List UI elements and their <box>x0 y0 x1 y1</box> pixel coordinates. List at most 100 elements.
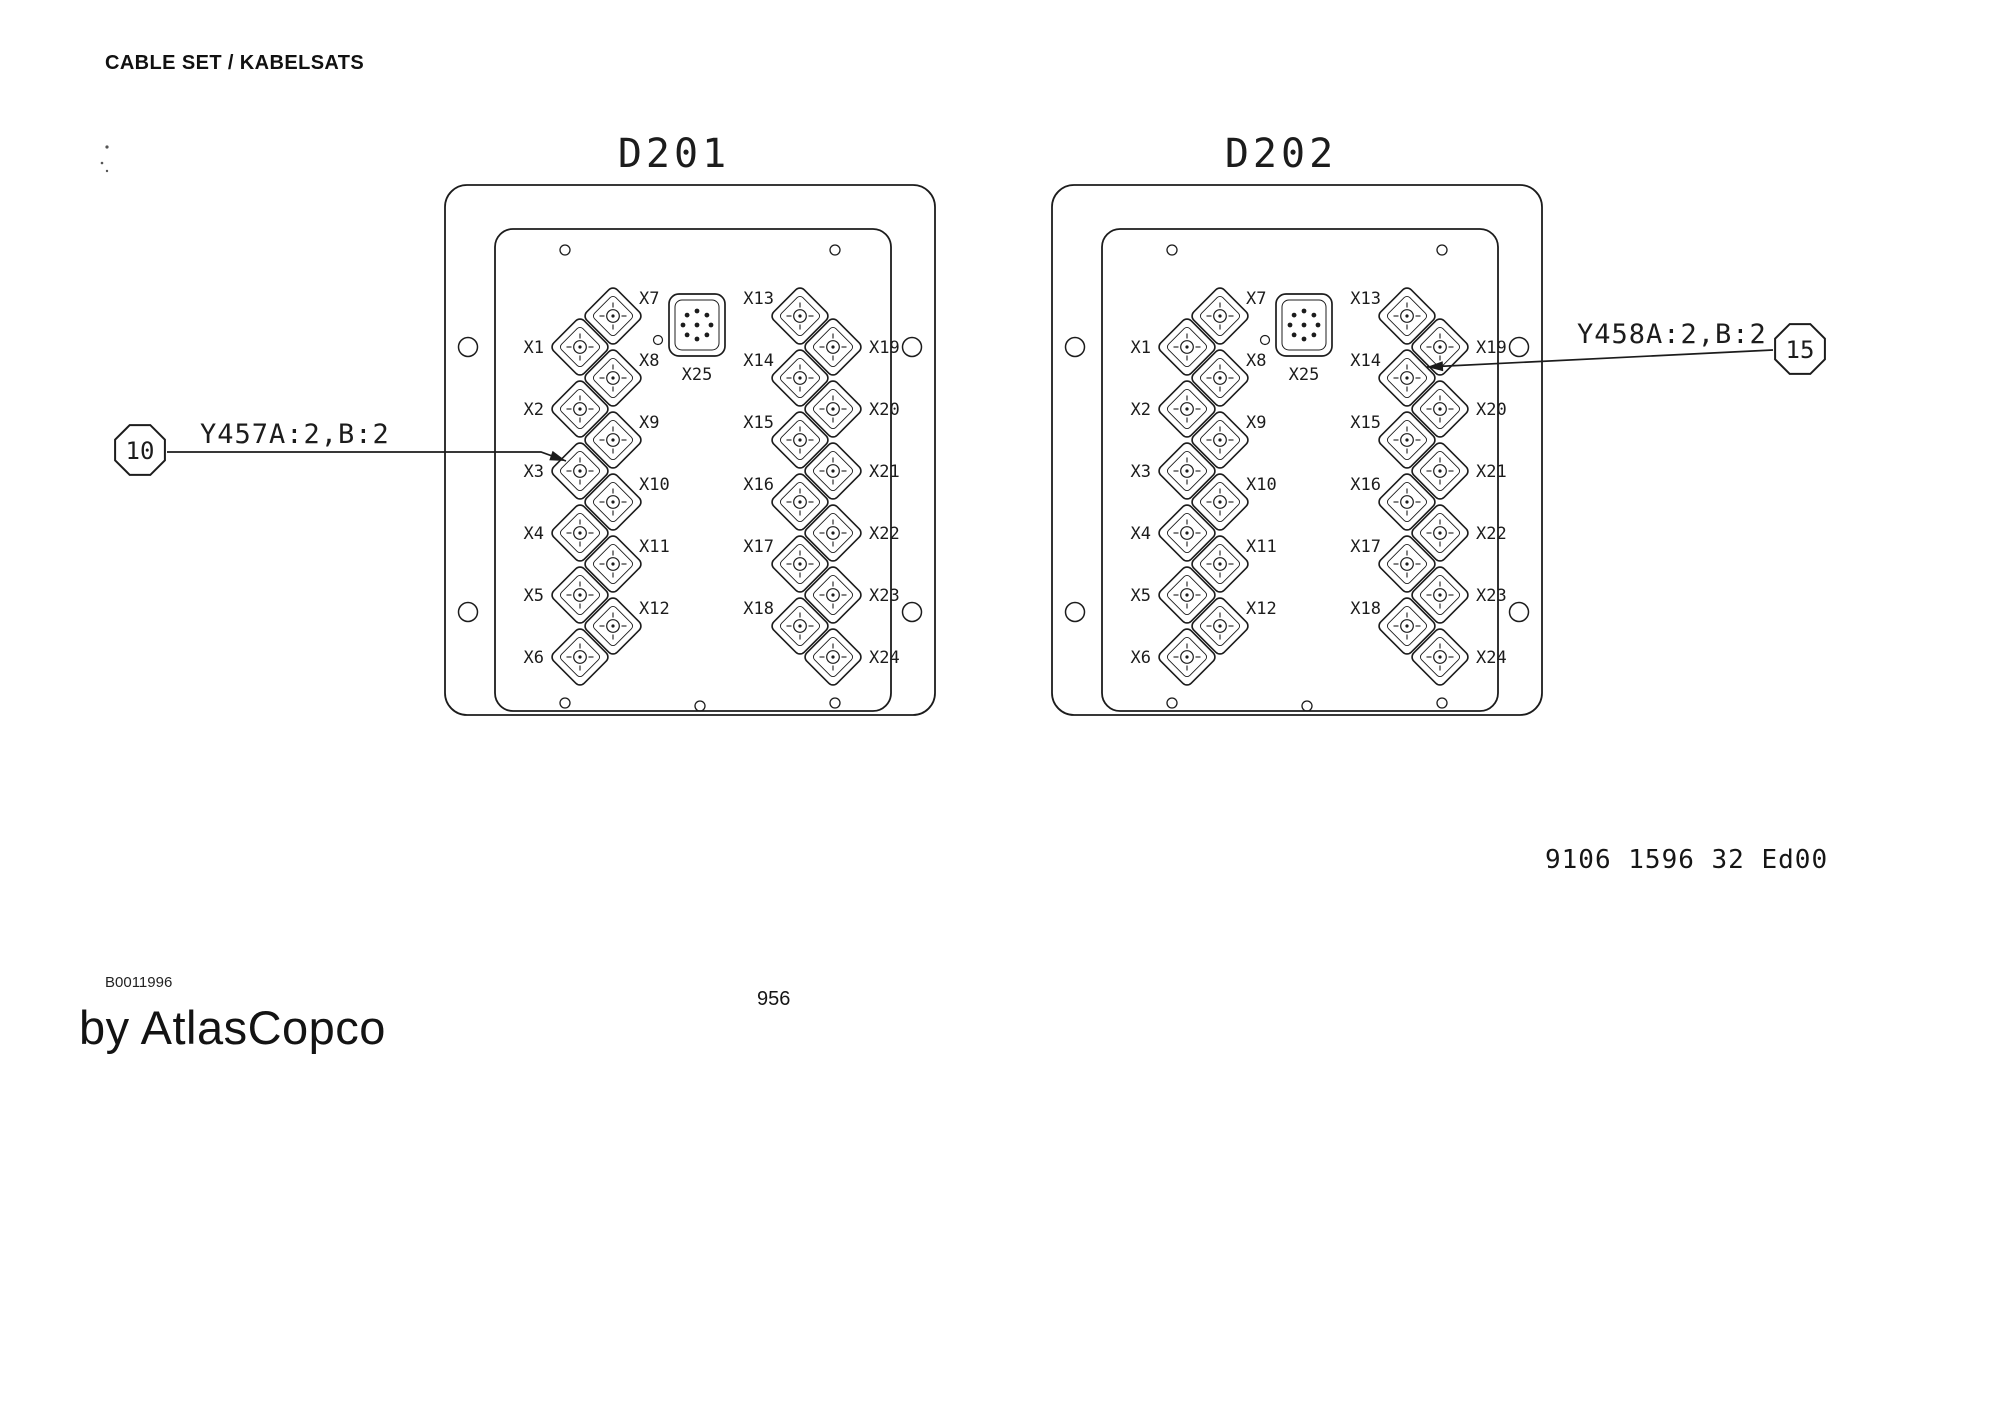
connector-x5: X5 <box>524 566 609 624</box>
socket-circle <box>606 309 620 323</box>
pin-dot <box>1301 336 1307 342</box>
connector-label-x18: X18 <box>1350 599 1381 619</box>
connector-label-x9: X9 <box>1246 413 1266 433</box>
diamond-inner-outline <box>559 512 601 554</box>
center-pin <box>578 345 582 349</box>
diamond-inner-outline <box>1419 388 1461 430</box>
center-pin <box>1405 562 1409 566</box>
pin-dot <box>1311 312 1317 318</box>
leader-line <box>1426 349 1774 368</box>
connector-x18: X18 <box>743 597 829 655</box>
socket-circle <box>1433 340 1447 354</box>
connector-label-x5: X5 <box>524 586 544 606</box>
socket-circle <box>793 371 807 385</box>
connector-label-x20: X20 <box>869 400 900 420</box>
socket-circle <box>1213 433 1227 447</box>
diamond-inner-outline <box>812 326 854 368</box>
connector-label-x2: X2 <box>1131 400 1151 420</box>
center-pin <box>1438 345 1442 349</box>
item-number: 10 <box>126 437 155 465</box>
center-pin <box>798 314 802 318</box>
connector-x22: X22 <box>804 504 900 562</box>
pin-dot <box>1315 322 1321 328</box>
connector-x25: X25 <box>668 293 726 385</box>
connector-label-x20: X20 <box>1476 400 1507 420</box>
mounting-hole <box>1064 336 1086 358</box>
diamond-inner-outline <box>1199 357 1241 399</box>
diamond-inner-outline <box>1419 512 1461 554</box>
connector-label-x22: X22 <box>869 524 900 544</box>
connector-label-x6: X6 <box>524 648 544 668</box>
center-pin <box>611 500 615 504</box>
connector-x4: X4 <box>1131 504 1216 562</box>
connector-label-x10: X10 <box>1246 475 1277 495</box>
connector-x21: X21 <box>804 442 900 500</box>
diamond-inner-outline <box>1386 419 1428 461</box>
socket-circle <box>573 526 587 540</box>
center-pin <box>831 531 835 535</box>
socket-circle <box>1180 464 1194 478</box>
screw-hole <box>829 244 841 256</box>
diamond-inner-outline <box>559 636 601 678</box>
diamond-inner-outline <box>779 481 821 523</box>
diamond-inner-outline <box>1419 450 1461 492</box>
diamond-inner-outline <box>812 512 854 554</box>
pin-dot <box>704 332 710 338</box>
screw-hole <box>1259 334 1271 346</box>
socket-circle <box>793 495 807 509</box>
center-pin <box>1185 593 1189 597</box>
connector-label-x10: X10 <box>639 475 670 495</box>
screw-hole <box>559 697 571 709</box>
pin-dot <box>684 312 690 318</box>
leader-arrowhead <box>1427 361 1444 372</box>
connector-label-x4: X4 <box>1131 524 1151 544</box>
socket-circle <box>826 588 840 602</box>
socket-circle <box>1433 464 1447 478</box>
diamond-inner-outline <box>1166 512 1208 554</box>
socket-circle <box>573 464 587 478</box>
diamond-inner-outline <box>779 357 821 399</box>
center-pin <box>1438 469 1442 473</box>
socket-circle <box>793 433 807 447</box>
center-pin <box>798 376 802 380</box>
diamond-inner-outline <box>812 574 854 616</box>
mounting-hole <box>901 601 923 623</box>
connector-x3: X3 <box>524 442 609 500</box>
center-pin <box>1405 500 1409 504</box>
connector-x11: X11 <box>1191 535 1277 593</box>
artifact-dot <box>100 161 104 165</box>
center-pin <box>578 593 582 597</box>
diamond-inner-outline <box>1386 357 1428 399</box>
connector-x3: X3 <box>1131 442 1216 500</box>
socket-circle <box>1180 402 1194 416</box>
scan-artifacts <box>100 145 109 173</box>
item-balloon <box>114 424 166 476</box>
pin-dot <box>1287 322 1293 328</box>
diamond-inner-outline <box>559 574 601 616</box>
connector-x25: X25 <box>1275 293 1333 385</box>
connector-label-x5: X5 <box>1131 586 1151 606</box>
connector-label-x14: X14 <box>743 351 774 371</box>
connector-label-x21: X21 <box>869 462 900 482</box>
socket-circle <box>1433 650 1447 664</box>
pin-dot <box>680 322 686 328</box>
connector-x1: X1 <box>524 318 609 376</box>
socket-circle <box>826 464 840 478</box>
pin-dot <box>694 322 700 328</box>
connector-x2: X2 <box>1131 380 1216 438</box>
connector-label-x24: X24 <box>1476 648 1507 668</box>
screw-hole <box>1166 244 1178 256</box>
connector-x11: X11 <box>584 535 670 593</box>
center-pin <box>798 438 802 442</box>
center-pin <box>831 593 835 597</box>
diamond-inner-outline <box>1386 543 1428 585</box>
connector-x20: X20 <box>804 380 900 438</box>
callout-label: Y457A:2,B:2 <box>200 419 390 450</box>
connector-x7: X7 <box>1191 287 1266 345</box>
page-title: CABLE SET / KABELSATS <box>105 52 365 74</box>
connector-x8: X8 <box>1191 349 1266 407</box>
connector-x23: X23 <box>804 566 900 624</box>
screw-hole <box>1166 697 1178 709</box>
diamond-inner-outline <box>1199 295 1241 337</box>
diamond-inner-outline <box>1199 481 1241 523</box>
